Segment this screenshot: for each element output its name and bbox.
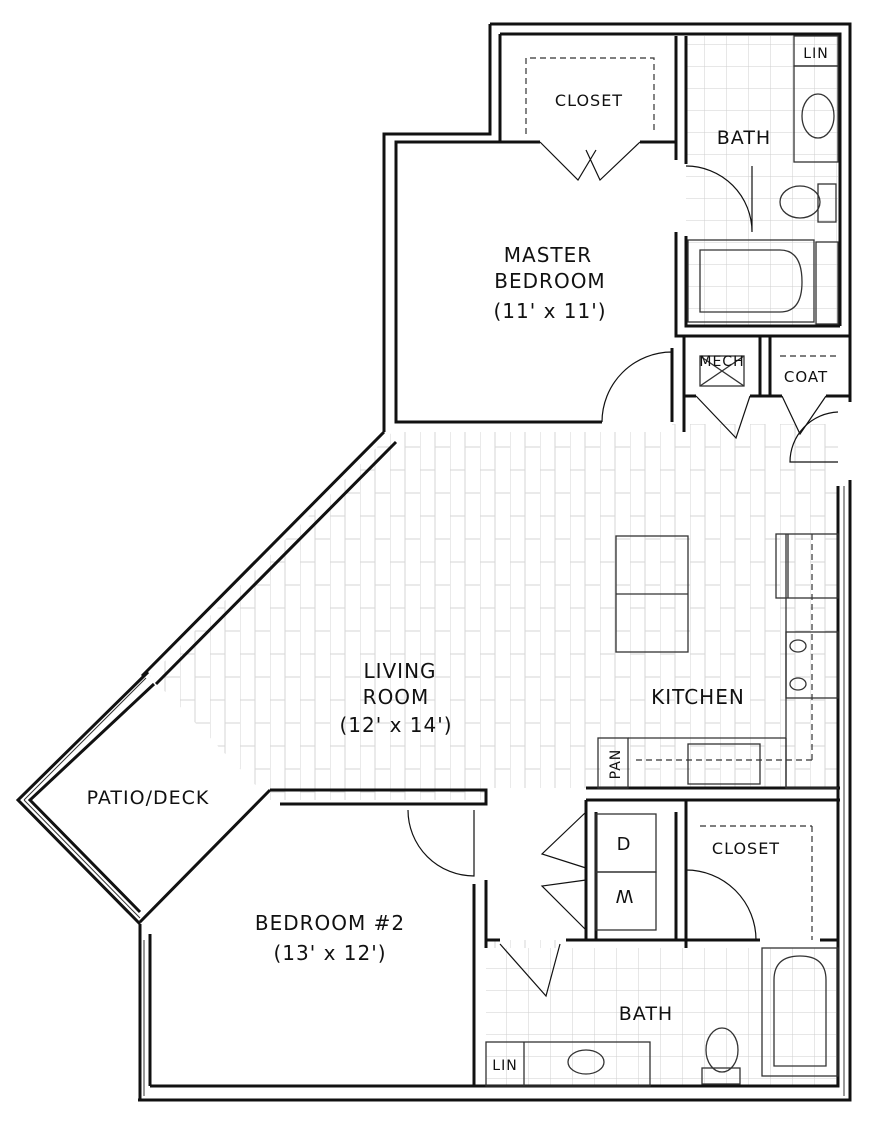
master-toilet-tank bbox=[817, 183, 837, 223]
coat-label: COAT bbox=[784, 368, 828, 386]
mech-unit bbox=[699, 355, 745, 387]
master-closet-bifold bbox=[539, 141, 641, 182]
master-sink bbox=[801, 93, 835, 139]
wall-bedroom2-right bbox=[472, 880, 488, 1086]
master-closet-shelf bbox=[525, 57, 655, 134]
living-wood-floor bbox=[150, 424, 838, 948]
corner-cabinet bbox=[785, 738, 838, 789]
mech-door bbox=[695, 395, 751, 440]
linen-top-label: LIN bbox=[803, 46, 828, 62]
bath2-door bbox=[499, 943, 561, 998]
washer-unit bbox=[595, 871, 657, 931]
master-vanity bbox=[793, 65, 839, 163]
bath2-tub bbox=[761, 947, 839, 1077]
entry-door bbox=[789, 411, 839, 463]
living-size: (12' x 14') bbox=[339, 713, 452, 737]
laundry-bifold bbox=[540, 811, 587, 931]
thin-lines bbox=[23, 486, 845, 1096]
bath2-tub-basin bbox=[773, 955, 827, 1067]
patio-inner bbox=[27, 682, 156, 914]
wall-mech-coat bbox=[682, 336, 850, 432]
wall-diagonal-upper-inner bbox=[154, 440, 398, 686]
master-tub-basin bbox=[699, 249, 803, 313]
bedroom2-size: (13' x 12') bbox=[273, 941, 386, 965]
fixtures bbox=[485, 35, 839, 1087]
coat-door bbox=[781, 395, 827, 436]
wall-kitchen-bottom bbox=[586, 786, 840, 802]
wall-bedroom2-left bbox=[138, 924, 152, 1100]
master-bedroom-name-1: MASTER bbox=[504, 243, 592, 267]
master-bedroom-name-2: BEDROOM bbox=[494, 269, 605, 293]
master-bath-label: BATH bbox=[717, 127, 771, 149]
wall-diagonal-upper-outer bbox=[140, 430, 386, 678]
washer-label: W bbox=[615, 885, 634, 906]
wall-bath-left bbox=[674, 36, 688, 164]
master-toilet-bowl bbox=[779, 185, 821, 219]
sink-bowl-2 bbox=[789, 677, 807, 691]
patio-right-edge bbox=[138, 788, 272, 924]
wall-master-door-jamb bbox=[670, 348, 686, 432]
master-tub bbox=[687, 239, 815, 323]
master-bath-floor bbox=[686, 36, 838, 326]
bath2-vanity bbox=[485, 1041, 651, 1087]
dryer-label: D bbox=[617, 834, 632, 855]
sink-bowl-1 bbox=[789, 639, 807, 653]
kitchen-sink-base bbox=[785, 631, 839, 699]
closet2-door bbox=[685, 869, 757, 941]
mech-cross bbox=[699, 355, 745, 387]
mech-label: MECH bbox=[699, 354, 744, 370]
kitchen-label: KITCHEN bbox=[651, 685, 745, 709]
linen-bottom-label: LIN bbox=[492, 1058, 517, 1074]
floor-fills bbox=[150, 36, 838, 1086]
shelves bbox=[525, 57, 838, 940]
kitchen-upper-cabinets bbox=[636, 534, 813, 761]
bedroom2-window bbox=[143, 940, 145, 1096]
wall-master-left-outer bbox=[382, 24, 492, 432]
patio-railing bbox=[23, 677, 147, 919]
bath2-label: BATH bbox=[619, 1003, 673, 1025]
living-name-2: ROOM bbox=[363, 685, 430, 709]
master-bedroom-size: (11' x 11') bbox=[493, 299, 606, 323]
closet2-label: CLOSET bbox=[712, 839, 780, 858]
wall-laundry-left bbox=[584, 800, 598, 940]
bath2-sink bbox=[567, 1049, 605, 1075]
master-bedroom-door bbox=[601, 351, 673, 423]
doors bbox=[407, 141, 839, 998]
master-closet-label: CLOSET bbox=[555, 91, 623, 110]
wall-master-inner bbox=[500, 32, 842, 326]
wall-closet2-left bbox=[674, 800, 688, 948]
wall-bath-bottom bbox=[674, 232, 850, 338]
pantry-label: PAN bbox=[608, 749, 624, 780]
bath2-toilet-tank bbox=[701, 1067, 741, 1085]
wall-master-outer bbox=[490, 22, 852, 402]
bath2-toilet-bowl bbox=[705, 1027, 739, 1073]
refrigerator bbox=[775, 533, 839, 599]
wall-master-left-inner bbox=[394, 34, 602, 424]
range bbox=[687, 743, 761, 785]
pantry-cabinet bbox=[597, 737, 629, 789]
master-bath-door bbox=[685, 165, 753, 233]
wall-bedroom2-top bbox=[270, 788, 488, 806]
wall-right-bottom-outer bbox=[138, 480, 852, 1102]
bedroom2-name: BEDROOM #2 bbox=[255, 911, 405, 935]
living-name-1: LIVING bbox=[363, 659, 436, 683]
bedroom2-door bbox=[407, 809, 475, 877]
bath2-floor bbox=[486, 948, 838, 1086]
master-tub-deck bbox=[815, 241, 839, 325]
room-labels: CLOSET BATH LIN MASTER BEDROOM (11' x 11… bbox=[87, 46, 828, 1074]
closet2-shelf bbox=[700, 825, 813, 940]
patio-outer bbox=[15, 670, 150, 926]
patio-label: PATIO/DECK bbox=[87, 787, 210, 809]
